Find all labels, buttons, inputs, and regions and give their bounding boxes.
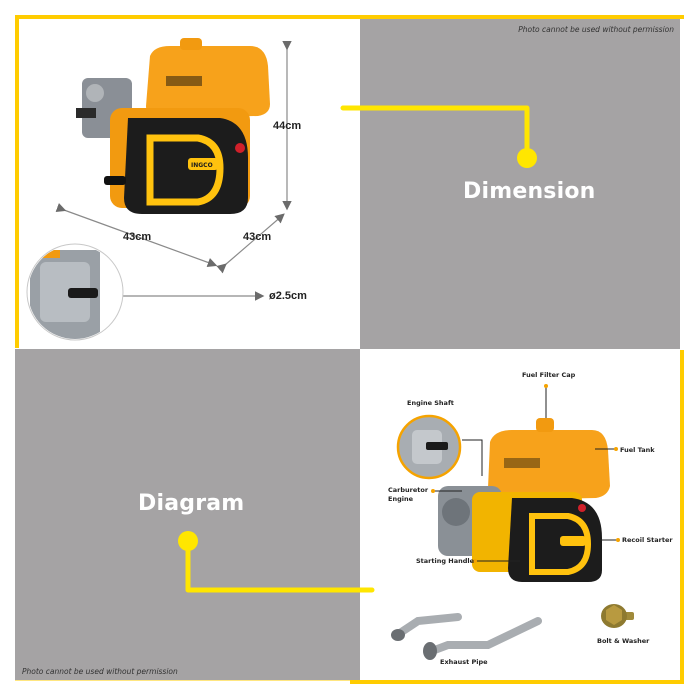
label-starting-handle: Starting Handle xyxy=(416,557,475,565)
fuel-filter-cap-dot xyxy=(544,384,548,388)
engine-dimension-image: INGCO xyxy=(76,38,270,214)
label-carburetor-line1: Carburetor xyxy=(388,486,429,494)
diagram-title-panel: Diagram Photo cannot be used without per… xyxy=(15,349,360,680)
permission-notice-top: Photo cannot be used without permission xyxy=(518,25,674,34)
engine-diagram-image xyxy=(438,418,610,582)
label-fuel-tank: Fuel Tank xyxy=(620,446,655,454)
label-exhaust-pipe: Exhaust Pipe xyxy=(440,658,488,666)
engine-shaft-inset xyxy=(396,414,462,480)
depth-label: 43cm xyxy=(243,231,272,243)
shaft-diameter-label: ø2.5cm xyxy=(269,290,307,302)
height-label: 44cm xyxy=(273,120,302,132)
permission-notice-bottom: Photo cannot be used without permission xyxy=(22,667,178,676)
starting-handle-dot xyxy=(473,559,477,563)
diagram-bottom-line xyxy=(15,680,350,681)
width-label: 43cm xyxy=(123,231,152,243)
label-recoil-starter: Recoil Starter xyxy=(622,536,673,544)
dimension-arrows xyxy=(26,40,292,341)
brand-logo: INGCO xyxy=(191,162,213,169)
fuel-tank-dot xyxy=(614,447,618,451)
diagram-title: Diagram xyxy=(138,491,245,516)
frame-right-border xyxy=(680,350,684,684)
exhaust-pipe-image xyxy=(391,613,542,660)
label-carburetor: Carburetor Engine xyxy=(388,486,428,504)
frame-bottom-border xyxy=(350,680,684,684)
frame-top-border xyxy=(15,15,684,19)
recoil-starter-dot xyxy=(616,538,620,542)
dimension-title: Dimension xyxy=(463,179,596,204)
bolt-washer-image xyxy=(601,604,634,628)
frame-left-border xyxy=(15,15,19,348)
label-carburetor-line2: Engine xyxy=(388,495,413,503)
carburetor-dot xyxy=(431,489,435,493)
dimension-title-panel: Photo cannot be used without permission … xyxy=(360,19,680,349)
label-engine-shaft: Engine Shaft xyxy=(407,399,454,407)
label-fuel-filter-cap: Fuel Filter Cap xyxy=(522,371,576,379)
label-bolt-washer: Bolt & Washer xyxy=(597,637,650,645)
